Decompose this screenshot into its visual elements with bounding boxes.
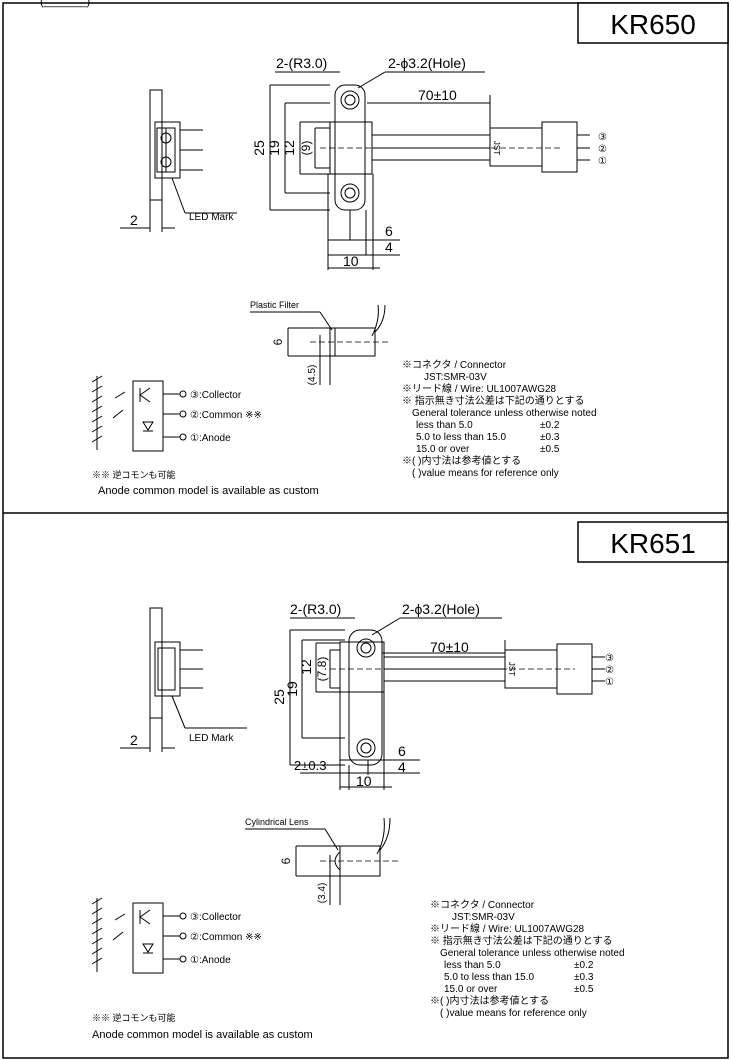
circuit-diagram xyxy=(91,897,187,974)
dim-10: 10 xyxy=(343,253,359,269)
custom-note-jp: ※※ 逆コモンも可能 xyxy=(92,469,176,480)
dim-25: 25 xyxy=(251,140,267,156)
side-view xyxy=(120,89,237,232)
note-wire: ※リード線 / Wire: UL1007AWG28 xyxy=(430,922,585,935)
notes-block: ※コネクタ / Connector JST:SMR-03V ※リード線 / Wi… xyxy=(430,899,625,1019)
dim-filter-h: 6 xyxy=(271,338,285,345)
tol-range-2: 5.0 to less than 15.0 xyxy=(444,972,535,983)
tol-range-1: less than 5.0 xyxy=(444,960,501,971)
dim-hole: 2-ϕ3.2(Hole) xyxy=(402,601,480,617)
dim-10: 10 xyxy=(356,773,372,789)
model-title: KR650 xyxy=(610,9,696,40)
note-connector: ※コネクタ / Connector xyxy=(430,899,535,911)
dim-filter-off: (4.5) xyxy=(307,365,318,386)
model-box xyxy=(577,521,729,563)
side-view xyxy=(120,607,247,752)
dim-radius: 2-(R3.0) xyxy=(290,601,341,617)
custom-note-en: Anode common model is available as custo… xyxy=(98,485,319,497)
filter-label: Plastic Filter xyxy=(250,300,299,310)
circuit-common: ②:Common ※※ xyxy=(190,410,262,421)
circuit-anode: ①:Anode xyxy=(190,955,231,966)
front-view xyxy=(289,617,605,790)
lens-label: Cylindrical Lens xyxy=(245,817,309,827)
ref-note-jp: ※( )内寸法は参考値とする xyxy=(430,994,549,1007)
model-title: KR651 xyxy=(610,528,696,559)
note-wire: ※リード線 / Wire: UL1007AWG28 xyxy=(402,382,557,395)
note-connector: ※コネクタ / Connector xyxy=(402,359,507,371)
note-connector-part: JST:SMR-03V xyxy=(452,912,515,923)
circuit-collector: ③:Collector xyxy=(190,912,242,923)
section-kr651: KR651 LED Mark 2 xyxy=(91,521,729,1041)
connector-mark: JST xyxy=(492,141,501,155)
tol-value-2: ±0.3 xyxy=(540,432,560,443)
pin-2: ② xyxy=(605,665,614,676)
circuit-collector: ③:Collector xyxy=(190,390,242,401)
connector-mark: JST xyxy=(507,662,516,676)
front-view xyxy=(269,71,590,270)
tol-value-3: ±0.5 xyxy=(574,984,594,995)
notes-block: ※コネクタ / Connector JST:SMR-03V ※リード線 / Wi… xyxy=(402,359,597,479)
circuit-common: ②:Common ※※ xyxy=(190,932,262,943)
dim-hole: 2-ϕ3.2(Hole) xyxy=(388,55,466,71)
note-tolerance-en: General tolerance unless otherwise noted xyxy=(440,948,625,959)
model-box xyxy=(577,2,729,44)
dim-4: 4 xyxy=(398,759,406,775)
pin-3: ③ xyxy=(605,653,614,664)
ref-note-en: ( )value means for reference only xyxy=(412,468,559,479)
pin-1: ① xyxy=(605,677,614,688)
note-tolerance-jp: ※ 指示無き寸法公差は下記の通りとする xyxy=(402,394,584,407)
tol-value-1: ±0.2 xyxy=(540,420,560,431)
dim-6: 6 xyxy=(385,223,393,239)
note-tolerance-jp: ※ 指示無き寸法公差は下記の通りとする xyxy=(430,934,612,947)
dim-9: (9) xyxy=(299,141,313,156)
led-mark-label: LED Mark xyxy=(189,733,234,744)
tol-value-1: ±0.2 xyxy=(574,960,594,971)
note-connector-part: JST:SMR-03V xyxy=(424,372,487,383)
dim-19: 19 xyxy=(266,140,282,156)
dim-25: 25 xyxy=(271,689,287,705)
pin-3: ③ xyxy=(598,132,607,143)
dim-2: 2 xyxy=(130,212,138,228)
dim-2-tol: 2±0.3 xyxy=(294,758,326,773)
tol-range-1: less than 5.0 xyxy=(416,420,473,431)
pin-2: ② xyxy=(598,144,607,155)
header-fragment: (_______) xyxy=(40,0,91,8)
dim-19: 19 xyxy=(284,681,300,697)
dim-12: 12 xyxy=(281,140,297,156)
dim-lens-h: 6 xyxy=(279,857,293,864)
tol-value-3: ±0.5 xyxy=(540,444,560,455)
section-kr650: KR650 LED Mark 2 xyxy=(91,2,729,497)
pin-1: ① xyxy=(598,156,607,167)
dim-9: (7.8) xyxy=(315,657,329,682)
tol-range-3: 15.0 or over xyxy=(444,984,498,995)
dim-4: 4 xyxy=(385,239,393,255)
circuit-anode: ①:Anode xyxy=(190,433,231,444)
circuit-diagram xyxy=(91,375,187,452)
ref-note-en: ( )value means for reference only xyxy=(440,1008,587,1019)
ref-note-jp: ※( )内寸法は参考値とする xyxy=(402,454,521,467)
tol-value-2: ±0.3 xyxy=(574,972,594,983)
tol-range-3: 15.0 or over xyxy=(416,444,470,455)
led-mark-label: LED Mark xyxy=(189,212,234,223)
dim-12: 12 xyxy=(298,659,314,675)
dim-lens-off: (3.4) xyxy=(317,883,328,904)
note-tolerance-en: General tolerance unless otherwise noted xyxy=(412,408,597,419)
dim-6: 6 xyxy=(398,743,406,759)
dim-cable: 70±10 xyxy=(418,87,457,103)
custom-note-jp: ※※ 逆コモンも可能 xyxy=(92,1012,176,1023)
dim-cable: 70±10 xyxy=(430,639,469,655)
custom-note-en: Anode common model is available as custo… xyxy=(92,1029,313,1041)
tol-range-2: 5.0 to less than 15.0 xyxy=(416,432,507,443)
dim-radius: 2-(R3.0) xyxy=(276,55,327,71)
dim-2: 2 xyxy=(130,732,138,748)
